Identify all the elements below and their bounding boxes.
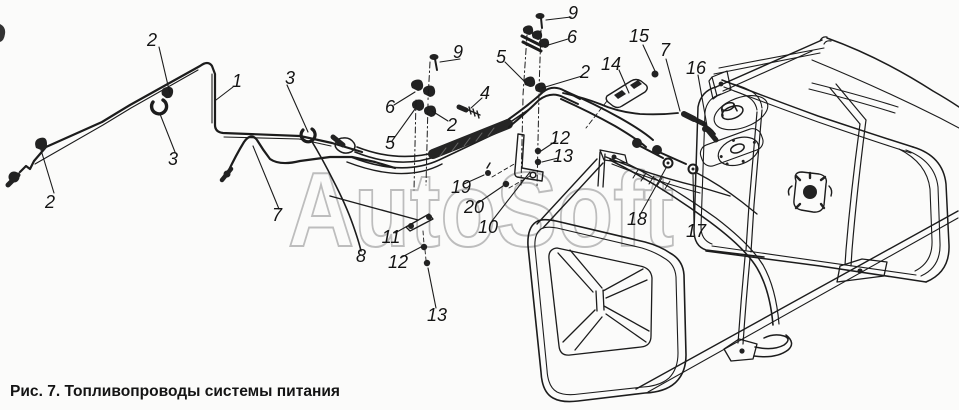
svg-text:1: 1 — [232, 71, 242, 91]
svg-text:16: 16 — [686, 58, 707, 78]
svg-text:2: 2 — [446, 115, 457, 135]
svg-text:8: 8 — [356, 246, 366, 266]
svg-text:18: 18 — [627, 209, 647, 229]
svg-text:3: 3 — [285, 68, 295, 88]
svg-text:14: 14 — [601, 54, 621, 74]
svg-text:10: 10 — [478, 217, 498, 237]
svg-text:4: 4 — [480, 83, 490, 103]
svg-text:6: 6 — [567, 27, 578, 47]
svg-text:2: 2 — [146, 30, 157, 50]
svg-text:9: 9 — [568, 3, 578, 23]
svg-text:5: 5 — [496, 47, 507, 67]
svg-text:13: 13 — [427, 305, 447, 325]
svg-text:2: 2 — [44, 192, 55, 212]
svg-text:5: 5 — [385, 133, 396, 153]
svg-text:13: 13 — [553, 146, 573, 166]
svg-text:6: 6 — [385, 97, 396, 117]
svg-text:AutoSoft: AutoSoft — [288, 151, 674, 269]
svg-text:3: 3 — [168, 149, 178, 169]
svg-text:15: 15 — [629, 26, 650, 46]
svg-text:12: 12 — [550, 128, 570, 148]
svg-text:Рис. 7. Топливопроводы системы: Рис. 7. Топливопроводы системы питания — [10, 383, 340, 400]
svg-text:9: 9 — [453, 42, 463, 62]
svg-text:7: 7 — [272, 205, 283, 225]
svg-text:17: 17 — [686, 221, 707, 241]
svg-text:2: 2 — [579, 62, 590, 82]
svg-text:7: 7 — [660, 40, 671, 60]
svg-text:12: 12 — [388, 252, 408, 272]
svg-text:19: 19 — [451, 177, 471, 197]
svg-text:20: 20 — [463, 197, 484, 217]
svg-text:11: 11 — [382, 227, 401, 247]
